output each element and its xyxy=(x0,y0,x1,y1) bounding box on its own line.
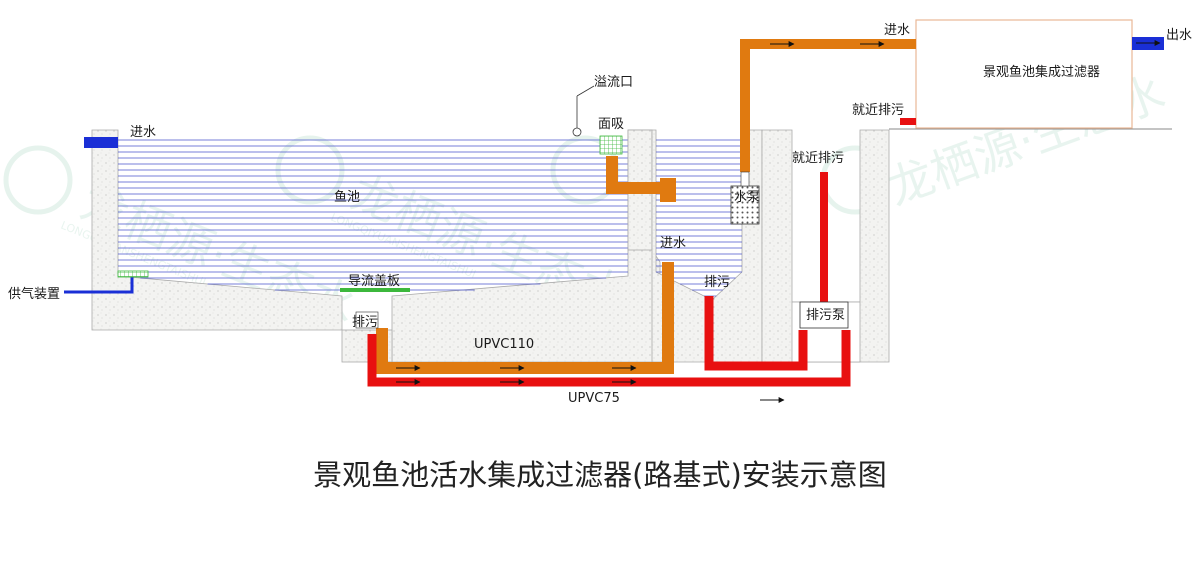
label-inlet-top: 进水 xyxy=(884,23,910,38)
label-pond: 鱼池 xyxy=(334,189,360,205)
filter-box xyxy=(915,19,1133,129)
label-pump: 水泵 xyxy=(734,190,760,205)
label-inlet-pond: 进水 xyxy=(130,125,156,140)
flow-arrows xyxy=(396,40,1161,403)
label-pipe-110: UPVC110 xyxy=(474,337,534,352)
pump-well-water xyxy=(656,139,742,297)
diagram-caption: 景观鱼池活水集成过滤器(路基式)安装示意图 xyxy=(313,458,887,492)
air-diffuser xyxy=(117,270,149,278)
label-drain-pump: 排污泵 xyxy=(806,308,845,323)
overflow-leader-tail xyxy=(576,85,595,97)
filter-drain-stub xyxy=(900,118,916,125)
red-pipe-well-drain xyxy=(704,296,808,371)
pond-inlet-pipe xyxy=(84,137,118,148)
label-drain-bottom: 排污 xyxy=(352,315,378,330)
label-pipe-75: UPVC75 xyxy=(568,391,620,406)
drain-pump-body xyxy=(799,301,849,329)
label-air-device: 供气装置 xyxy=(8,286,60,302)
bottom-drain-body xyxy=(355,311,379,329)
orange-pipe-pump-to-filter xyxy=(740,39,916,172)
pond-water xyxy=(118,139,628,291)
label-outlet: 出水 xyxy=(1166,28,1192,43)
label-drain-near-mid: 就近排污 xyxy=(792,151,844,166)
air-supply-line xyxy=(64,276,134,294)
orange-pipe-110 xyxy=(376,262,674,374)
red-pipe-75 xyxy=(367,330,851,387)
label-skimmer: 面吸 xyxy=(598,117,624,132)
skimmer-grid xyxy=(599,135,623,155)
pond-wall-left xyxy=(91,129,343,331)
label-overflow: 溢流口 xyxy=(594,75,633,90)
label-filter: 景观鱼池集成过滤器 xyxy=(983,64,1100,80)
guide-cover-plate xyxy=(340,288,410,292)
orange-pipe-elbow xyxy=(660,178,676,202)
overflow-port-icon xyxy=(572,127,582,137)
pump-head xyxy=(740,171,750,187)
label-inlet-mid: 进水 xyxy=(660,236,686,251)
label-drain-near-top: 就近排污 xyxy=(852,103,904,118)
label-drain-sump: 排污 xyxy=(704,275,730,290)
label-guide-cover: 导流盖板 xyxy=(348,274,400,289)
